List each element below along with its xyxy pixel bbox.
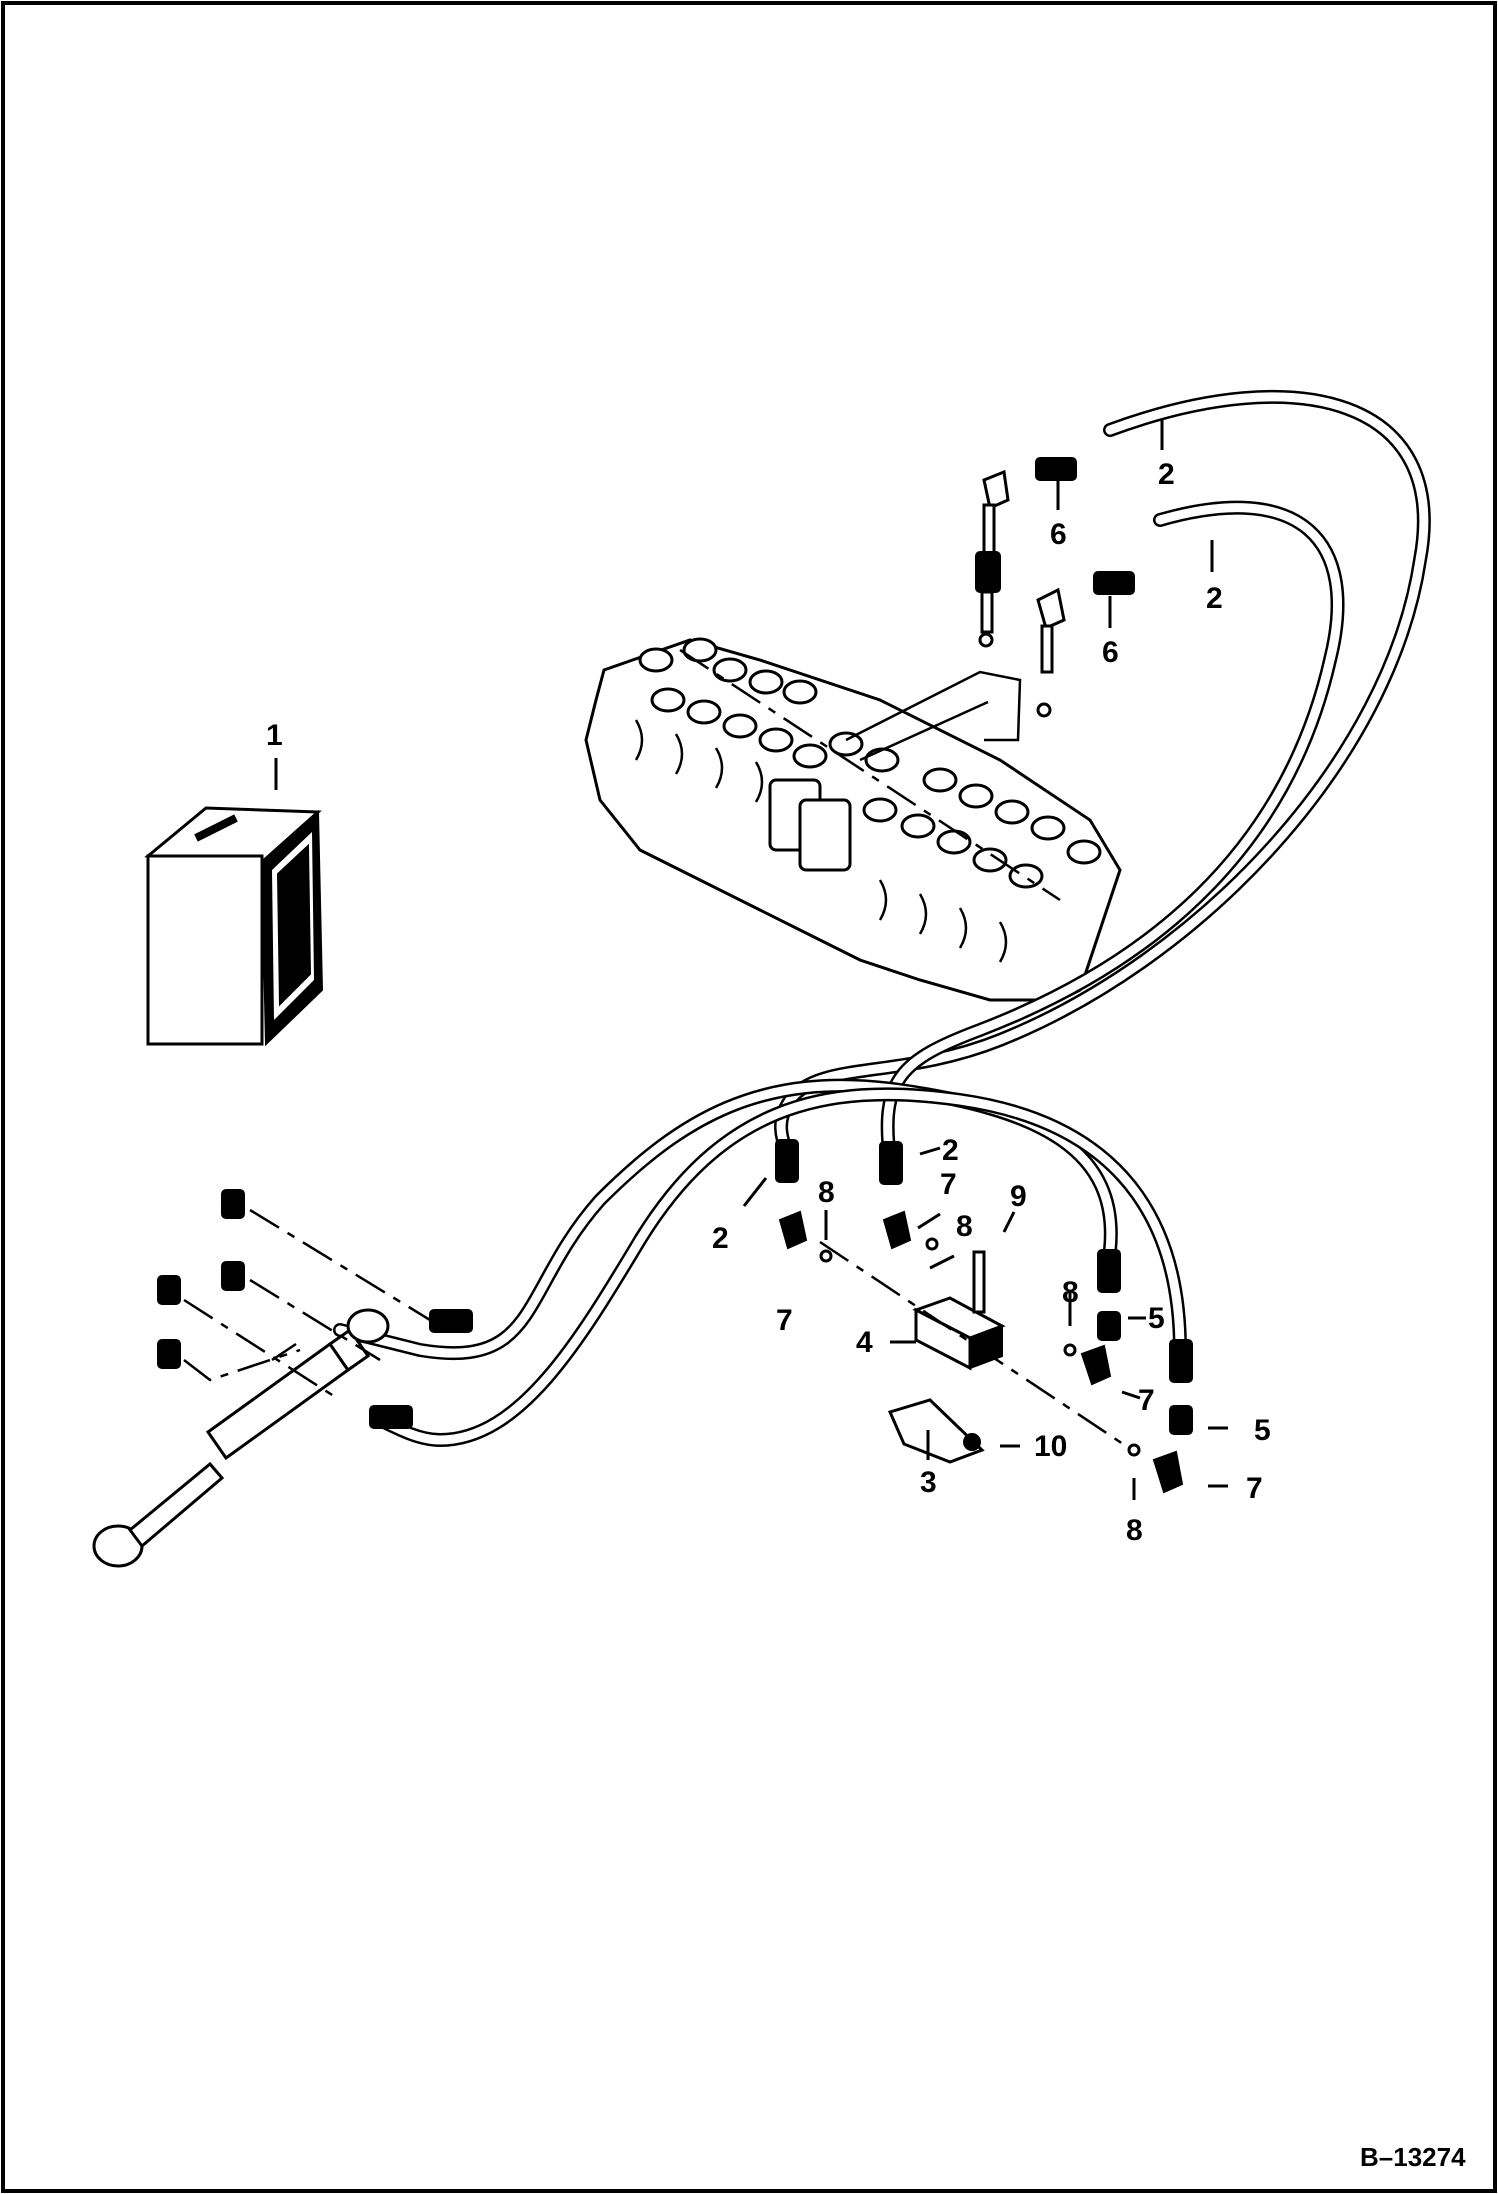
callout-7: 7 [940, 1168, 957, 1201]
callout-2: 2 [1206, 582, 1223, 615]
callout-6: 6 [1102, 636, 1119, 669]
callout-3: 3 [920, 1466, 937, 1499]
figure-reference: B–13274 [1360, 2142, 1466, 2172]
callout-9: 9 [1010, 1180, 1027, 1213]
callout-1: 1 [266, 719, 283, 752]
callout-7: 7 [1138, 1384, 1155, 1417]
callout-7: 7 [1246, 1472, 1263, 1505]
callout-8: 8 [1062, 1276, 1079, 1309]
callout-5: 5 [1148, 1302, 1165, 1335]
callout-5: 5 [1254, 1414, 1271, 1447]
callout-8: 8 [1126, 1514, 1143, 1547]
kit-box [144, 806, 324, 1047]
callout-8: 8 [818, 1176, 835, 1209]
callout-labels: 1 2 6 2 6 2 8 7 9 2 8 7 8 5 4 7 5 10 3 7… [266, 458, 1466, 2172]
fittings-lower [778, 1210, 1193, 1494]
callout-10: 10 [1034, 1430, 1067, 1463]
leader-lines [274, 420, 1228, 1500]
callout-2: 2 [942, 1134, 959, 1167]
fittings-top [975, 457, 1135, 718]
control-valve [584, 637, 1122, 1002]
callout-2: 2 [712, 1222, 729, 1255]
cylinder [92, 1189, 431, 1568]
callout-6: 6 [1050, 518, 1067, 551]
mounting-block [819, 1240, 1133, 1464]
callout-8: 8 [956, 1210, 973, 1243]
callout-4: 4 [856, 1326, 873, 1359]
callout-2: 2 [1158, 458, 1175, 491]
callout-7: 7 [776, 1304, 793, 1337]
hoses [333, 389, 1431, 1448]
